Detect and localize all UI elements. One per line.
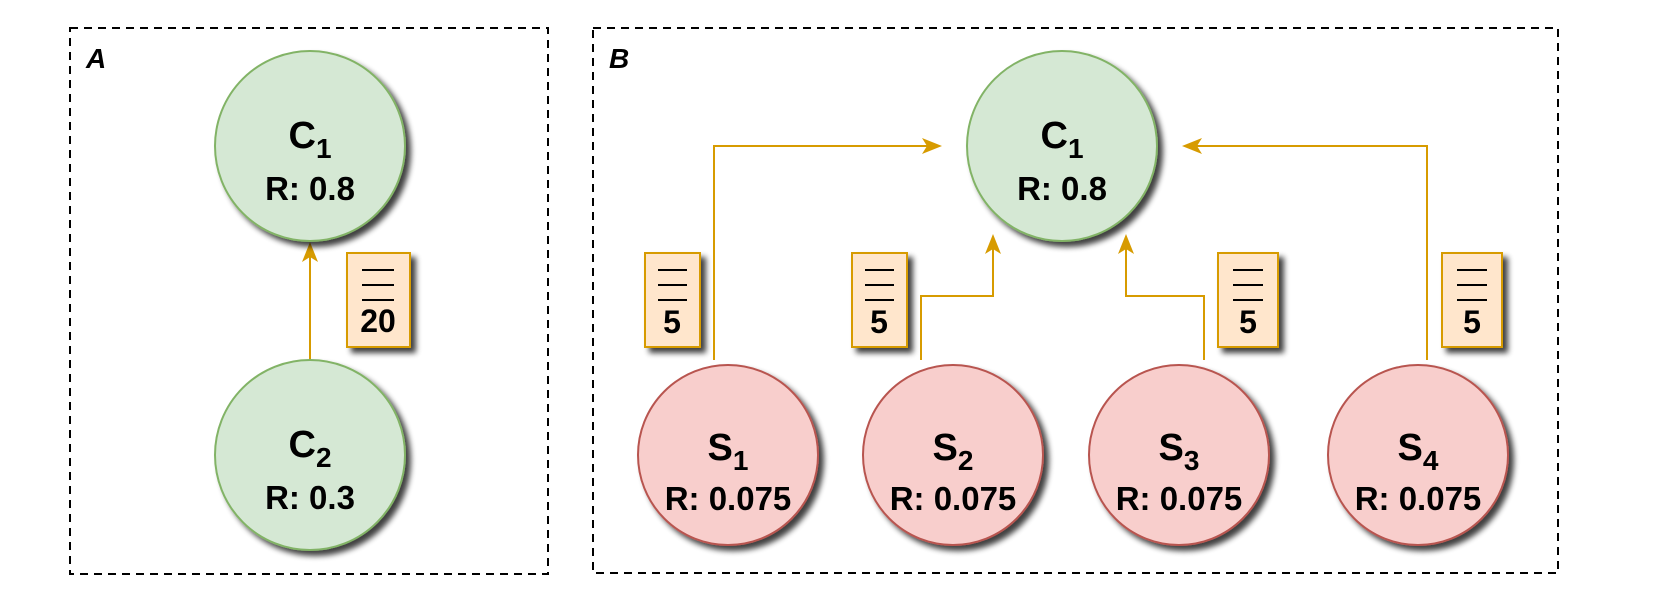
note-b-s1: 5	[644, 252, 701, 348]
node-b-s1-title: S1	[708, 427, 749, 476]
note-b-s4: 5	[1441, 252, 1503, 348]
note-b-s3: 5	[1217, 252, 1279, 348]
note-b-s2: 5	[851, 252, 908, 348]
note-b-s2-count: 5	[870, 304, 888, 340]
node-b-s1-r: R: 0.075	[665, 480, 792, 517]
arrowhead-icon	[302, 242, 318, 262]
note-b-s3-count: 5	[1239, 304, 1257, 340]
panel-a: A 20 C1 R: 0.8 C2 R: 0.3	[69, 27, 549, 575]
note-b-s1-count: 5	[663, 304, 681, 340]
panel-b-label: B	[609, 43, 629, 74]
panel-a-frame	[69, 27, 549, 575]
node-b-s4: S4 R: 0.075	[1327, 364, 1509, 546]
node-a-c1-title: C1	[288, 115, 331, 164]
node-b-s1: S1 R: 0.075	[637, 364, 819, 546]
arrowhead-icon	[1182, 138, 1202, 154]
node-b-s3-title: S3	[1159, 427, 1200, 476]
document-lines-icon	[1233, 269, 1263, 301]
node-a-c2-r: R: 0.3	[265, 479, 355, 516]
edge-b-s4-to-c1	[1182, 138, 1428, 360]
node-b-c1-title: C1	[1040, 115, 1083, 164]
note-a-count: 20	[360, 303, 396, 339]
node-a-c1: C1 R: 0.8	[214, 50, 406, 242]
node-b-s2: S2 R: 0.075	[862, 364, 1044, 546]
edge-a-c2-to-c1	[302, 242, 318, 360]
panel-b: B 5	[592, 27, 1559, 574]
node-b-s3: S3 R: 0.075	[1088, 364, 1270, 546]
node-b-s3-r: R: 0.075	[1116, 480, 1243, 517]
node-b-c1: C1 R: 0.8	[966, 50, 1158, 242]
edge-b-s1-to-c1	[713, 138, 942, 360]
arrowhead-icon	[922, 138, 942, 154]
panel-a-label: A	[85, 43, 106, 74]
node-a-c2-title: C2	[288, 424, 331, 473]
node-a-c1-r: R: 0.8	[265, 170, 355, 207]
edge-b-s2-to-c1	[920, 234, 1001, 360]
document-lines-icon	[658, 269, 687, 301]
arrowhead-icon	[1118, 234, 1134, 254]
document-lines-icon	[1457, 269, 1487, 301]
note-b-s4-count: 5	[1463, 304, 1481, 340]
node-b-s2-title: S2	[933, 427, 974, 476]
node-b-s4-title: S4	[1398, 427, 1439, 476]
note-a: 20	[346, 252, 411, 348]
node-a-c2: C2 R: 0.3	[214, 359, 406, 551]
arrowhead-icon	[985, 234, 1001, 254]
document-lines-icon	[865, 269, 894, 301]
node-b-c1-r: R: 0.8	[1017, 170, 1107, 207]
node-b-s2-r: R: 0.075	[890, 480, 1017, 517]
edge-b-s3-to-c1	[1118, 234, 1205, 360]
node-b-s4-r: R: 0.075	[1355, 480, 1482, 517]
document-lines-icon	[362, 269, 394, 301]
panel-b-frame	[592, 27, 1559, 574]
